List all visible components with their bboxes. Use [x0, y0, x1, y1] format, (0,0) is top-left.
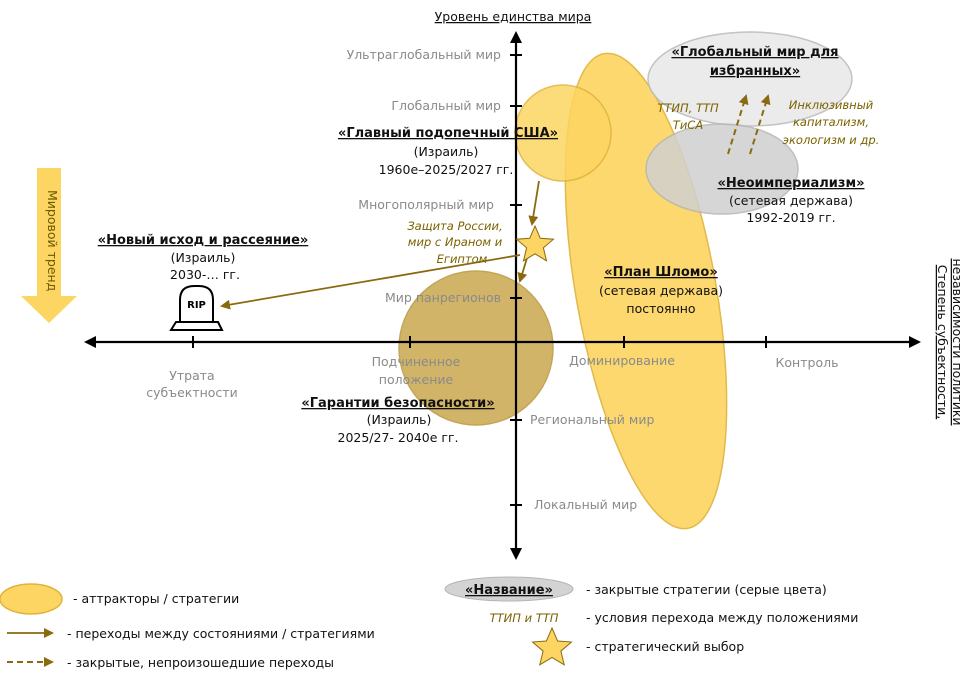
- y-tick-panregions: Мир панрегионов: [385, 290, 501, 305]
- node-shlomo-who: (сетевая держава): [599, 283, 723, 298]
- x-tick-sub-1: Подчиненное: [372, 354, 461, 369]
- node-security-years: 2025/27- 2040е гг.: [338, 430, 459, 445]
- svg-text:RIP: RIP: [187, 300, 206, 311]
- world-trend-label: Мировой тренд: [45, 190, 60, 291]
- x-axis-arrow-right: [909, 336, 921, 348]
- svg-text:независимости политики: независимости политики: [950, 259, 965, 426]
- y-axis-arrow-top: [510, 31, 522, 43]
- node-exodus-years: 2030-… гг.: [170, 267, 240, 282]
- node-defense-line3: Египтом: [437, 252, 488, 266]
- node-ttip-line2: ТиСА: [673, 118, 704, 132]
- x-tick-sub-2: положение: [379, 372, 454, 387]
- node-neoimp-who: (сетевая держава): [729, 193, 853, 208]
- y-tick-ultraglobal: Ультраглобальный мир: [347, 47, 501, 62]
- node-defense-line1: Защита России,: [407, 219, 502, 233]
- legend-attractor-swatch: [0, 583, 63, 615]
- attractor-global-elite-ellipse: [647, 31, 853, 127]
- transition-usa-to-star-arrow: [528, 180, 540, 226]
- y-tick-regional: Региональный мир: [530, 412, 654, 427]
- transition-to-exodus-arrow: [220, 254, 521, 310]
- node-security-title: «Гарантии безопасности»: [301, 396, 494, 411]
- legend-cond-sample: ТТИП и ТТП: [490, 611, 559, 625]
- legend-star-swatch: [531, 626, 573, 666]
- node-neoimp-years: 1992-2019 гг.: [746, 210, 835, 225]
- node-ttip-line1: ТТИП, ТТП: [657, 101, 719, 115]
- node-shlomo-years: постоянно: [626, 301, 695, 316]
- svg-text:Степень субъектности,: Степень субъектности,: [935, 265, 950, 419]
- node-inclusive-line3: экологизм и др.: [783, 133, 880, 147]
- closed-transition-2-arrow: [749, 94, 771, 155]
- node-shlomo-title: «План Шломо»: [604, 265, 718, 280]
- y-axis-arrow-bottom: [510, 548, 522, 560]
- x-tick-dom: Доминирование: [569, 353, 675, 368]
- y-tick-local: Локальный мир: [534, 497, 637, 512]
- node-global-elite-title-1: «Глобальный мир для: [671, 45, 838, 60]
- node-usa-years: 1960е–2025/2027 гг.: [379, 162, 514, 177]
- node-defense-line2: мир с Ираном и: [408, 235, 503, 249]
- x-axis-ticks: [192, 336, 767, 348]
- node-usa-who: (Израиль): [414, 144, 479, 159]
- attractor-neoimperialism-ellipse: [645, 123, 799, 215]
- legend-closed-transitions: - закрытые, непроизошедшие переходы: [67, 655, 334, 670]
- x-tick-loss-1: Утрата: [169, 368, 214, 383]
- node-usa-title: «Главный подопечный США»: [338, 126, 558, 141]
- node-security-who: (Израиль): [367, 412, 432, 427]
- legend-star: - стратегический выбор: [586, 639, 744, 654]
- x-axis-arrow-left: [84, 336, 96, 348]
- node-inclusive-line1: Инклюзивный: [789, 98, 874, 112]
- y-tick-multipolar: Многополярный мир: [358, 197, 494, 212]
- legend-closed-strategy-swatch: [444, 576, 574, 602]
- attractor-security-circle: [398, 270, 554, 426]
- node-exodus-who: (Израиль): [171, 250, 236, 265]
- closed-transition-1-arrow: [727, 94, 749, 155]
- world-trend-arrow: [21, 168, 77, 323]
- node-global-elite-title-2: избранных»: [710, 64, 800, 79]
- x-axis-title: Степень субъектности, независимости поли…: [935, 259, 965, 426]
- x-tick-loss-2: субъектности: [146, 385, 237, 400]
- legend-closed-strategies: - закрытые стратегии (серые цвета): [586, 582, 827, 597]
- legend-attractors: - аттракторы / стратегии: [73, 591, 239, 606]
- x-tick-ctrl: Контроль: [776, 355, 839, 370]
- strategic-choice-star: [515, 224, 555, 262]
- y-axis-title: Уровень единства мира: [435, 9, 592, 24]
- y-tick-global: Глобальный мир: [391, 98, 501, 113]
- node-neoimp-title: «Неоимпериализм»: [718, 176, 865, 191]
- legend-conditions: - условия перехода между положениями: [586, 610, 858, 625]
- y-axis-ticks: [510, 54, 522, 506]
- tombstone-icon: RIP: [169, 285, 224, 331]
- node-exodus-title: «Новый исход и рассеяние»: [98, 233, 309, 248]
- transition-star-to-security-arrow: [517, 257, 528, 283]
- legend-name-sample: «Название»: [465, 583, 553, 598]
- legend-transitions: - переходы между состояниями / стратегия…: [67, 626, 375, 641]
- node-inclusive-line2: капитализм,: [793, 115, 869, 129]
